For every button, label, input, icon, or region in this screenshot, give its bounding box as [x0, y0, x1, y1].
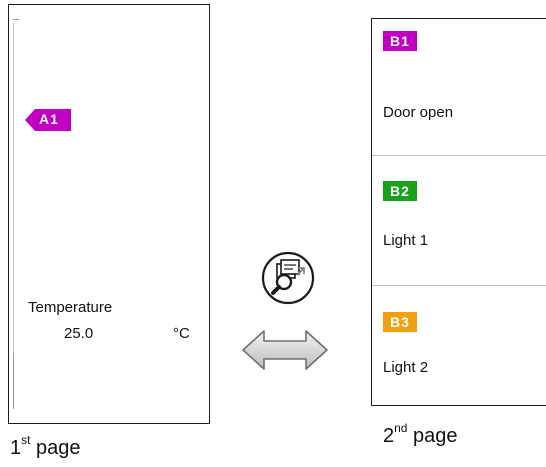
caption-ordinal: nd — [394, 421, 408, 436]
search-navigate-icon[interactable] — [260, 250, 320, 306]
alarm-tag-label: A1 — [39, 111, 59, 127]
panel-left-guide-lower — [13, 353, 14, 409]
caption-ordinal: st — [21, 433, 31, 448]
item-label-light-1: Light 1 — [383, 232, 429, 249]
caption-text: page — [407, 425, 458, 447]
caption-text: page — [30, 437, 81, 459]
caption-number: 2 — [383, 425, 395, 447]
first-page-panel: A1 Temperature 25.0 °C — [8, 4, 210, 424]
temperature-value: 25.0 — [64, 325, 94, 342]
item-label-light-2: Light 2 — [383, 359, 429, 376]
second-page-panel: B1 Door open B2 Light 1 B3 Light 2 — [371, 18, 546, 406]
panel-guide-tick — [13, 19, 19, 20]
panel-left-guide — [13, 23, 14, 353]
temperature-label: Temperature — [28, 299, 113, 316]
badge-b2[interactable]: B2 — [383, 181, 417, 201]
bidirectional-arrow-icon[interactable] — [240, 328, 330, 372]
badge-b3[interactable]: B3 — [383, 312, 417, 332]
temperature-unit: °C — [173, 325, 190, 342]
second-page-caption: 2nd page — [383, 422, 458, 448]
item-divider — [372, 155, 546, 156]
badge-b1[interactable]: B1 — [383, 31, 417, 51]
item-label-door-open: Door open — [383, 104, 454, 121]
tag-shape-icon — [25, 109, 71, 131]
item-divider — [372, 285, 546, 286]
alarm-tag-a1[interactable]: A1 — [25, 109, 71, 131]
caption-number: 1 — [10, 437, 22, 459]
first-page-caption: 1st page — [10, 434, 81, 460]
